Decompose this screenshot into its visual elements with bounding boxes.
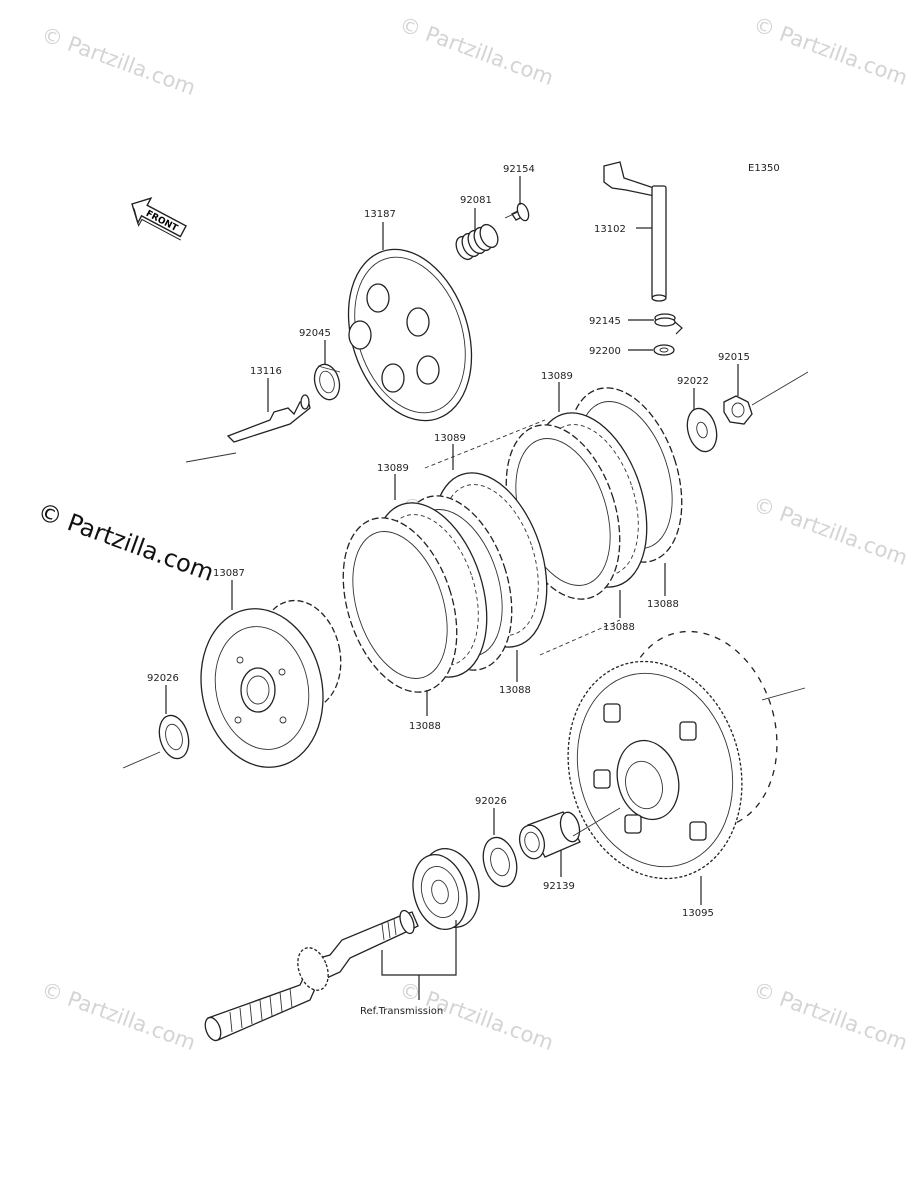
label-13087: 13087 (213, 568, 245, 579)
lever-shaft-13102: 13102 (594, 161, 667, 302)
spring-92145: 92145 (589, 313, 683, 335)
pressure-plate-13187: 13187 (347, 209, 473, 422)
watermark: © Partzilla.com (750, 492, 910, 570)
spring-92081: 92081 (455, 195, 499, 261)
push-rod-13116: 13116 (185, 366, 311, 463)
nut-92015: 92015 (718, 352, 809, 425)
washer-92022: 92022 (677, 376, 718, 453)
transmission-shaft (204, 909, 419, 1042)
label-13088-b: 13088 (603, 622, 635, 633)
label-13089-b: 13089 (434, 433, 466, 444)
label-13116: 13116 (250, 366, 282, 377)
label-13089-a: 13089 (541, 371, 573, 382)
label-13089-c: 13089 (377, 463, 409, 474)
label-13088-d: 13088 (409, 721, 441, 732)
diagram-code: E1350 (748, 163, 780, 174)
bearing (412, 848, 480, 930)
watermark: © Partzilla.com (38, 22, 198, 100)
washer-92026-left: 92026 (122, 673, 190, 769)
label-92154: 92154 (503, 164, 535, 175)
label-13187: 13187 (364, 209, 396, 220)
ref-transmission-label: Ref.Transmission (360, 1006, 443, 1017)
label-13102: 13102 (594, 224, 626, 235)
watermark: © Partzilla.com (38, 977, 198, 1055)
label-13088-c: 13088 (499, 685, 531, 696)
watermark-main: © Partzilla.com (34, 497, 218, 587)
clutch-plate-stack (342, 387, 683, 693)
label-92026-left: 92026 (147, 673, 179, 684)
label-13088-a: 13088 (647, 599, 679, 610)
watermark: © Partzilla.com (396, 12, 556, 90)
label-92081: 92081 (460, 195, 492, 206)
sleeve-92139: 92139 (518, 807, 621, 892)
watermark: © Partzilla.com (750, 12, 910, 90)
label-92022: 92022 (677, 376, 709, 387)
label-92045: 92045 (299, 328, 331, 339)
front-arrow-icon: FRONT (131, 197, 187, 241)
ref-transmission-bracket: Ref.Transmission (360, 920, 457, 1017)
label-13095: 13095 (682, 908, 714, 919)
bolt-92154: 92154 (503, 164, 535, 222)
label-92139: 92139 (543, 881, 575, 892)
label-92200: 92200 (589, 346, 621, 357)
leaders-13089: 13089 13089 13089 (377, 371, 573, 500)
leaders-13088: 13088 13088 13088 13088 (409, 563, 679, 732)
label-92015: 92015 (718, 352, 750, 363)
washer-92200: 92200 (589, 344, 675, 357)
clutch-housing-13095: 13095 (567, 630, 806, 919)
bearing-92045: 92045 (299, 328, 341, 401)
washer-92026-right: 92026 (475, 796, 518, 888)
label-92026-right: 92026 (475, 796, 507, 807)
label-92145: 92145 (589, 316, 621, 327)
watermark: © Partzilla.com (750, 977, 910, 1055)
clutch-hub-13087: 13087 (200, 568, 342, 768)
